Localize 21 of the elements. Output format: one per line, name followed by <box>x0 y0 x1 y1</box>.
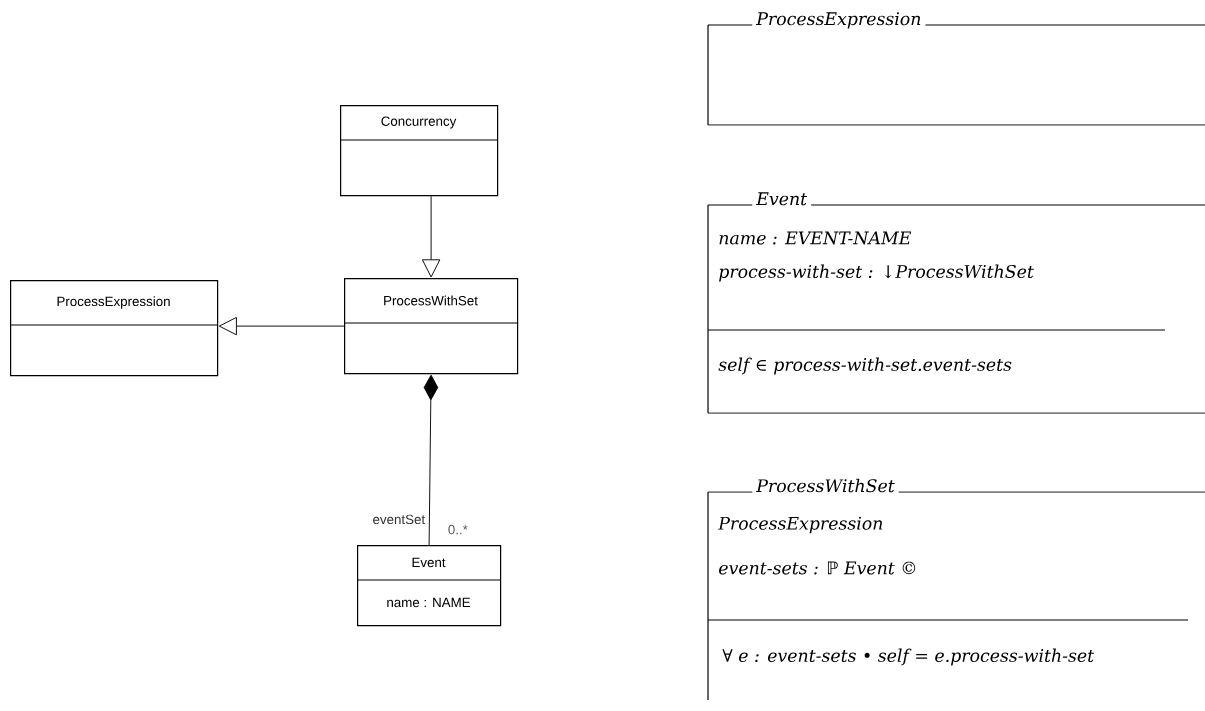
class-box: ProcessExpression <box>9 280 219 377</box>
node-label: process-with-set : ↓ProcessWithSet <box>719 264 1034 282</box>
schema-box: Event name : EVENT-NAME process-with-set : ↓ProcessWithSet self ∈ process-with-set.event-sets <box>707 188 1205 414</box>
node-label: ProcessExpression <box>756 12 921 29</box>
node-label: ∀ e : event-sets • self = e.process-with-set <box>722 648 1095 666</box>
class-box: ProcessWithSet <box>343 278 519 375</box>
connector-arrow <box>423 374 439 546</box>
class-box: Concurrency <box>339 105 499 197</box>
node-label: Event <box>756 192 808 206</box>
schema-box: ProcessWithSet ProcessExpression event-sets : ℙ Event © ∀ e : event-sets • self = e.process-with-set <box>707 474 1205 701</box>
node-label: name : EVENT-NAME <box>719 231 912 245</box>
multiplicity-label: 0..* <box>448 524 468 535</box>
schema-box: ProcessExpression <box>707 8 1205 126</box>
edge-label: eventSet <box>373 514 426 525</box>
node-label: ProcessWithSet <box>756 478 895 493</box>
class-box: Event name : NAME <box>356 545 502 627</box>
node-label: ProcessExpression <box>718 516 883 534</box>
connector-arrow <box>421 195 441 278</box>
connector-arrow <box>218 316 345 336</box>
node-label: event-sets : ℙ Event © <box>719 561 916 575</box>
node-label: self ∈ process-with-set.event-sets <box>718 357 1012 375</box>
